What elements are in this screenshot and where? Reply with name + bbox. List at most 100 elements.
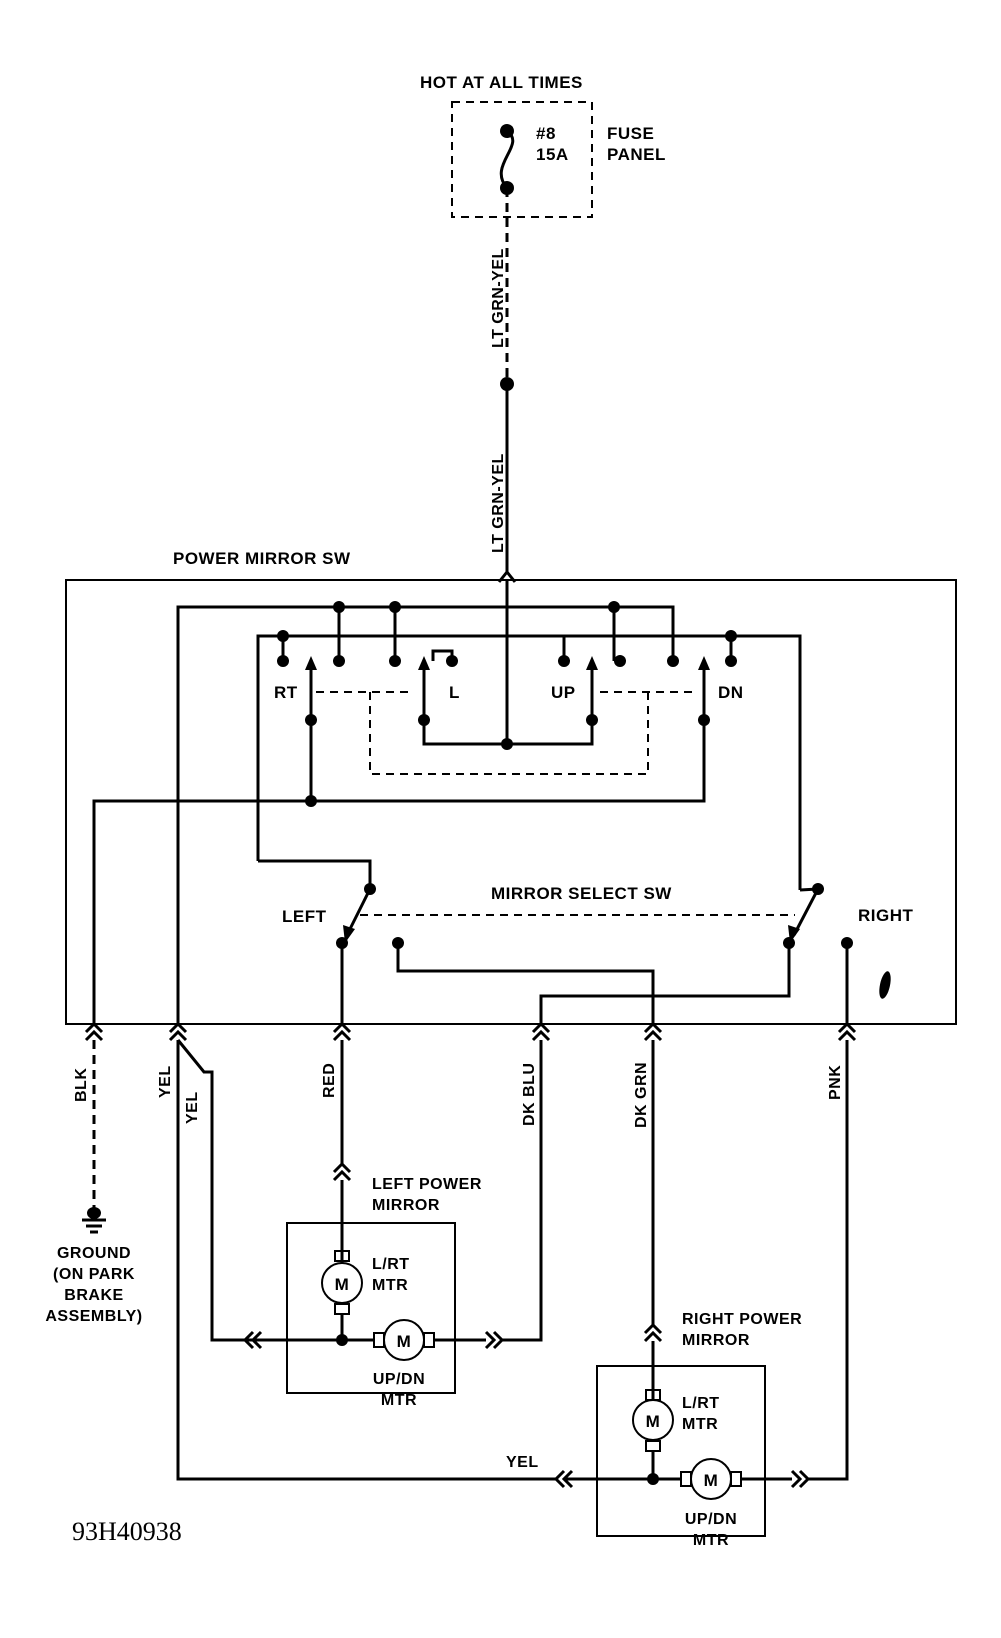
fuse-panel-label-1: FUSE	[607, 124, 654, 143]
mirror-select-sw-title: MIRROR SELECT SW	[491, 884, 672, 903]
left-lr-brush-top	[334, 1250, 350, 1262]
fuse-panel-box	[451, 101, 593, 218]
left-dkblu-connector-icon-2	[492, 1330, 505, 1350]
left-lr-motor-symbol: M	[335, 1275, 350, 1294]
select-feed-internal	[256, 634, 802, 890]
power-mirror-sw-title: POWER MIRROR SW	[173, 549, 351, 568]
dkgrn-connector-icon	[643, 1021, 663, 1034]
dkblu-label: DK BLU	[521, 1063, 538, 1126]
left-ud-brush-left	[373, 1332, 385, 1348]
red-connector-icon-2	[332, 1029, 352, 1042]
left-mirror-box	[286, 1222, 456, 1394]
bus-splice-1	[333, 601, 345, 613]
right-common-splice	[647, 1473, 659, 1485]
left-power-mirror: LEFT POWER MIRROR M L/RT MTR M UP/DN MTR	[242, 1161, 505, 1409]
blk-connector-icon	[84, 1021, 104, 1034]
hot-at-all-times-label: HOT AT ALL TIMES	[420, 73, 583, 92]
switch-contacts	[277, 655, 737, 667]
right-mirror-box	[596, 1365, 766, 1537]
contact-8	[725, 655, 737, 667]
select-right-blade	[792, 888, 820, 936]
dn-label: DN	[718, 683, 744, 702]
left-yel-connector-icon-2	[250, 1330, 263, 1350]
select-left-arrow-icon	[343, 925, 355, 943]
left-mirror-title-1: LEFT POWER	[372, 1176, 482, 1193]
select-left-label: LEFT	[282, 907, 327, 926]
left-ud-label-1: UP/DN	[373, 1371, 425, 1388]
left-mirror-connector-icon	[332, 1161, 352, 1174]
dkblu-internal	[539, 943, 791, 1024]
left-dkblu-connector-icon	[484, 1330, 497, 1350]
fuse-element-icon	[499, 129, 515, 189]
pnk-label: PNK	[827, 1065, 844, 1100]
wire-labels: BLK YEL YEL RED DK BLU DK GRN PNK YEL	[73, 1062, 844, 1471]
right-lr-label-2: MTR	[682, 1416, 718, 1433]
blade-up-arrow-icon	[586, 656, 598, 670]
ground-label-4: ASSEMBLY)	[45, 1308, 142, 1325]
left-ud-motor-symbol: M	[397, 1332, 412, 1351]
mirror-select-switch: MIRROR SELECT SW LEFT RIGHT	[258, 859, 913, 999]
ground-label-1: GROUND	[57, 1245, 131, 1262]
fuse-panel-label-2: PANEL	[607, 145, 666, 164]
blade-dn-arrow-icon	[698, 656, 710, 670]
contact-4	[446, 655, 458, 667]
contact-7	[667, 655, 679, 667]
right-pnk-connector-icon-2	[798, 1469, 811, 1489]
select-left-feed	[258, 859, 372, 889]
feed-wire: LT GRN-YEL LT GRN-YEL	[490, 188, 517, 583]
contact-3	[389, 655, 401, 667]
right-yel-connector-icon	[553, 1469, 566, 1489]
left-mirror-title-2: MIRROR	[372, 1197, 440, 1214]
left-common-splice	[336, 1334, 348, 1346]
left-lr-brush-bottom	[334, 1303, 350, 1315]
feed-connector-icon	[497, 569, 517, 583]
left-ud-brush-right	[423, 1332, 435, 1348]
ground-label-2: (ON PARK	[53, 1266, 135, 1283]
fuse-rating: 15A	[536, 145, 569, 164]
common-splice	[501, 738, 513, 750]
bus-drop-3	[612, 605, 675, 661]
yel-bus-internal	[176, 605, 616, 1024]
left-ud-label-2: MTR	[381, 1392, 417, 1409]
contact-2	[333, 655, 345, 667]
left-mirror-connector-icon-2	[332, 1169, 352, 1182]
harness-wires	[92, 1039, 849, 1481]
blk-label: BLK	[73, 1068, 90, 1102]
ground-label-3: BRAKE	[64, 1287, 123, 1304]
bus-splice-3	[608, 601, 620, 613]
right-ud-brush-left	[680, 1471, 692, 1487]
figure-id: 93H40938	[72, 1517, 182, 1546]
dkgrn-internal	[396, 943, 655, 1024]
output-connectors	[84, 1021, 857, 1042]
fuse-number: #8	[536, 124, 556, 143]
blade-l-arrow-icon	[418, 656, 430, 670]
red-connector-icon	[332, 1021, 352, 1034]
feed-wire-label-lower: LT GRN-YEL	[490, 453, 507, 553]
right-mirror-connector-icon-2	[643, 1330, 663, 1343]
blade-rt-arrow-icon	[305, 656, 317, 670]
yel-connector-icon	[168, 1021, 188, 1034]
pnk-connector-icon-2	[837, 1029, 857, 1042]
red-label: RED	[321, 1063, 338, 1098]
yel-label-a: YEL	[157, 1065, 174, 1098]
right-mirror-connector-icon	[643, 1322, 663, 1335]
right-ud-motor-symbol: M	[704, 1471, 719, 1490]
yel-connector-icon-2	[168, 1029, 188, 1042]
rt-label: RT	[274, 683, 298, 702]
select-left-blade	[345, 888, 372, 936]
mechanical-linkage	[369, 692, 649, 775]
l-label: L	[449, 683, 460, 702]
right-lr-motor-symbol: M	[646, 1412, 661, 1431]
right-lr-label-1: L/RT	[682, 1395, 720, 1412]
right-power-mirror: RIGHT POWER MIRROR M L/RT MTR M UP/DN MT…	[553, 1311, 811, 1549]
contact-6	[614, 655, 626, 667]
up-label: UP	[551, 683, 576, 702]
ground-bus-internal	[92, 720, 706, 1024]
power-mirror-switch: POWER MIRROR SW	[65, 549, 957, 1025]
yel-wire-to-left	[176, 1039, 245, 1342]
bus-splice-2	[389, 601, 401, 613]
power-mirror-sw-box	[65, 579, 957, 1025]
pnk-wire	[808, 1040, 849, 1481]
dkblu-connector-icon-2	[531, 1029, 551, 1042]
yel-bottom-label: YEL	[506, 1454, 539, 1471]
